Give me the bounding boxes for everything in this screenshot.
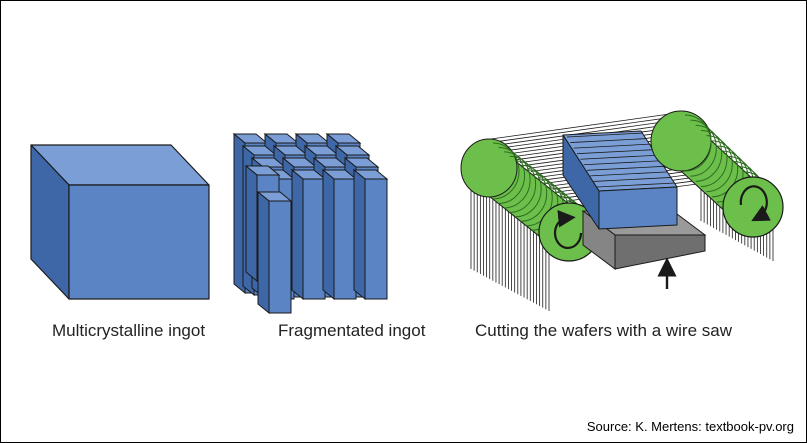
caption-fragmentated-ingot: Fragmentated ingot: [278, 321, 426, 340]
right-roller-rotation-arrow-icon: [739, 185, 771, 222]
left-hanging-wires: [470, 181, 550, 311]
ingot-column: [290, 168, 327, 301]
left-roller-back-cap: [460, 138, 518, 198]
platform-front: [614, 234, 706, 270]
left-roller-rotation-arrow-icon: [553, 210, 583, 249]
wire-saw-assembly: [460, 110, 784, 311]
cutting-wires-over-ingot: [566, 132, 676, 188]
ingot-front-face: [598, 186, 678, 230]
right-roller: [650, 110, 784, 238]
caption-multicrystalline-ingot: Multicrystalline ingot: [52, 321, 206, 340]
ingot-column-extracted: [256, 190, 293, 315]
right-roller-back-cap: [650, 110, 712, 172]
caption-wire-saw: Cutting the wafers with a wire saw: [475, 321, 732, 340]
source-credit: Source: K. Mertens: textbook-pv.org: [586, 419, 794, 434]
multicrystalline-ingot-cube: [30, 144, 210, 300]
fragmentated-ingot: [232, 132, 389, 315]
ingot-column: [321, 168, 358, 301]
cube-front-face: [68, 184, 210, 300]
ingot-column: [352, 168, 389, 301]
